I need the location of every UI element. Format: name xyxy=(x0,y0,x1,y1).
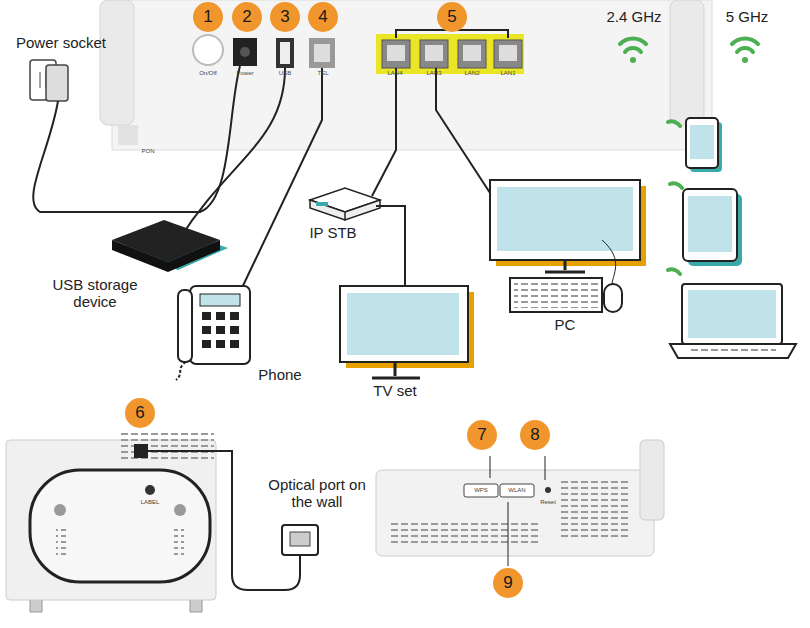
part-label: Power socket xyxy=(6,34,116,51)
callout-number: 9 xyxy=(493,568,523,598)
device-label: TV set xyxy=(360,382,430,399)
band-label: 5 GHz xyxy=(712,8,782,25)
callout-number: 6 xyxy=(125,398,155,428)
band-label: 2.4 GHz xyxy=(594,8,674,25)
callout-number: 2 xyxy=(232,2,262,32)
callout-number: 4 xyxy=(308,2,338,32)
port-label: LAN2 xyxy=(457,70,487,77)
device-label: Phone xyxy=(250,366,310,383)
part-label: Optical port on the wall xyxy=(262,476,372,511)
callout-number: 5 xyxy=(437,2,467,32)
port-label: LAN3 xyxy=(419,70,449,77)
port-label: LAN1 xyxy=(493,70,523,77)
device-label: USB storage device xyxy=(40,276,150,311)
port-label: USB xyxy=(270,70,300,77)
callout-number: 1 xyxy=(193,2,223,32)
callout-number: 8 xyxy=(520,420,550,450)
callout-number: 3 xyxy=(270,2,300,32)
port-label: On/Off xyxy=(192,70,224,77)
button-label: WPS xyxy=(464,487,498,494)
device-label: PC xyxy=(540,316,590,333)
callout-number: 7 xyxy=(467,420,497,450)
port-label: TEL xyxy=(308,70,338,77)
button-label: WLAN xyxy=(500,487,534,494)
button-label: Reset xyxy=(534,499,562,506)
port-label: PON xyxy=(136,148,160,155)
port-label: LAN4 xyxy=(380,70,410,77)
housing-label: LABEL xyxy=(138,499,162,506)
port-label: Power xyxy=(229,70,261,77)
device-label: IP STB xyxy=(298,224,368,241)
